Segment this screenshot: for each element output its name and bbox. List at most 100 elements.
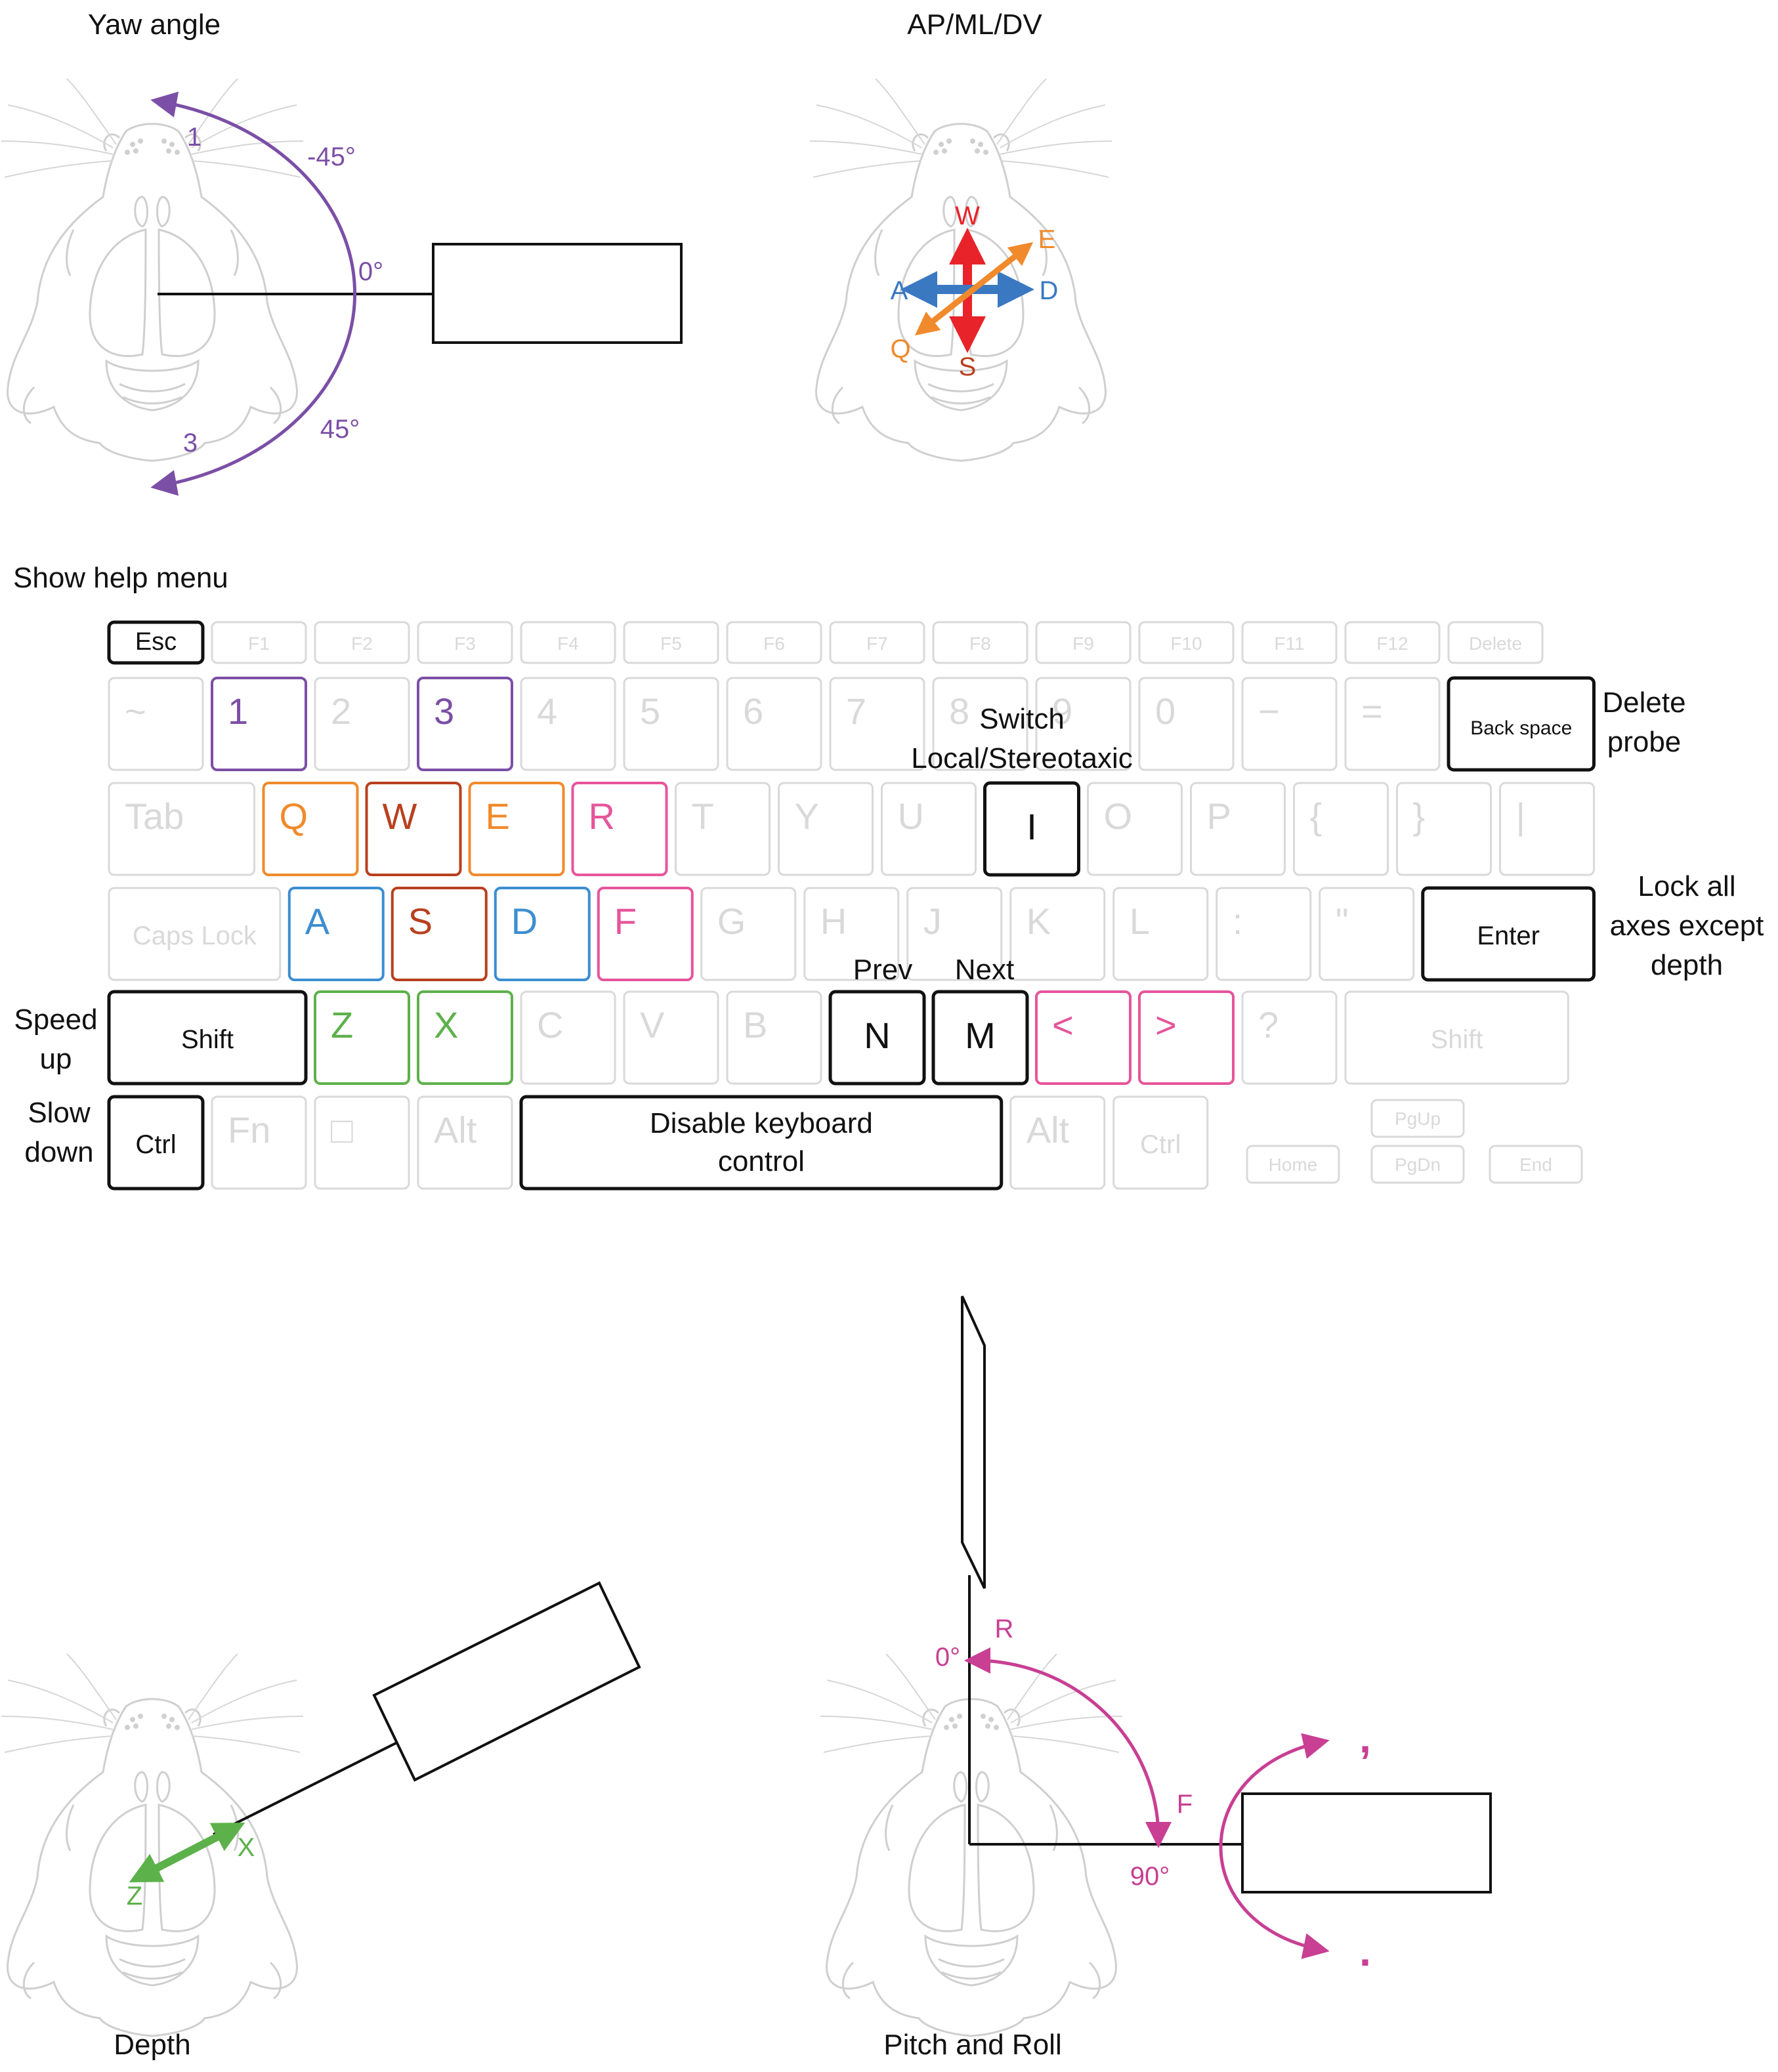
key-label: |	[1516, 795, 1526, 837]
key-alt: Alt	[417, 1095, 513, 1190]
apmldv-key-q: Q	[890, 335, 910, 364]
depth-title: Depth	[114, 2029, 190, 2061]
key-label: Back space	[1470, 717, 1572, 739]
key-ctrl: Ctrl	[1112, 1095, 1209, 1190]
key-f7: F7	[829, 621, 925, 664]
key-label: >	[1155, 1004, 1177, 1046]
keyboard-heading: Show help menu	[13, 562, 228, 594]
key-label: 4	[537, 690, 557, 732]
key-b: B	[726, 990, 822, 1085]
pitch-key-f: F	[1177, 1790, 1193, 1819]
annotation-speed: up	[40, 1043, 72, 1075]
key-label: Q	[280, 795, 308, 837]
mouse-outline-icon	[0, 1653, 305, 2037]
key-label: "	[1336, 900, 1349, 942]
roll-arrow	[1219, 1733, 1330, 1959]
key-label: F	[614, 900, 637, 942]
key-delete: Delete	[1447, 621, 1544, 664]
key-label: :	[1233, 900, 1243, 942]
depth-key-x: X	[238, 1833, 255, 1862]
key-label: Shift	[1431, 1025, 1483, 1054]
key-back-space: Back space	[1447, 676, 1596, 772]
key-label: Disable keyboard	[650, 1107, 873, 1139]
key-label: Fn	[228, 1109, 270, 1151]
annotation-next: Next	[955, 954, 1014, 986]
key-label: 2	[331, 690, 351, 732]
apmldv-key-e: E	[1038, 225, 1056, 254]
key-label: 6	[743, 690, 763, 732]
key-label: End	[1519, 1154, 1552, 1175]
annotation-slow: down	[24, 1136, 93, 1168]
key-f: F	[597, 887, 694, 981]
key-label: Alt	[434, 1109, 477, 1151]
key-label: D	[511, 900, 538, 942]
key-label: {	[1310, 795, 1323, 837]
key-sym: =	[1344, 677, 1441, 771]
key-sym: |	[1499, 782, 1595, 876]
key-f3: F3	[417, 621, 513, 664]
key-label: 5	[640, 690, 660, 732]
key-a: A	[287, 887, 385, 981]
yaw-panel: Yaw angle 1 3 -45° 0° 45°	[0, 9, 683, 496]
key-label: R	[589, 795, 615, 837]
key-label: V	[640, 1004, 665, 1046]
yaw-key-1: 1	[187, 123, 201, 152]
key-label: Shift	[181, 1025, 234, 1054]
depth-probe-shaft	[213, 1741, 398, 1836]
key-label: F12	[1376, 633, 1408, 654]
key-tab: Tab	[108, 782, 255, 876]
key-sym: "	[1319, 887, 1415, 981]
key-k: K	[1009, 887, 1106, 981]
key-label: B	[743, 1004, 767, 1046]
depth-arrow	[129, 1823, 245, 1882]
key-q: Q	[262, 782, 359, 876]
key-f12: F12	[1344, 621, 1441, 664]
key-label: F5	[660, 633, 682, 654]
key-label: 8	[949, 690, 969, 732]
key-pgup: PgUp	[1370, 1099, 1465, 1138]
key-d: D	[494, 887, 591, 981]
key-label: H	[820, 900, 847, 942]
key-6: 6	[726, 677, 822, 771]
key-9: 9	[1035, 677, 1132, 771]
key-label: =	[1361, 690, 1383, 732]
annotation-lock: depth	[1651, 949, 1723, 981]
key-home: Home	[1246, 1145, 1340, 1184]
key-label: F11	[1274, 633, 1304, 654]
key-label: Ctrl	[135, 1130, 176, 1159]
key-label: Caps Lock	[133, 921, 257, 950]
key-shift: Shift	[107, 990, 308, 1086]
key-4: 4	[520, 677, 616, 771]
pitch-roll-title: Pitch and Roll	[883, 2029, 1061, 2061]
key-end: End	[1489, 1145, 1583, 1184]
key-enter: Enter	[1421, 886, 1596, 982]
key-label: X	[434, 1004, 458, 1046]
key-label: K	[1027, 900, 1051, 942]
annotation-lock: axes except	[1610, 910, 1764, 942]
pitch-probe-body	[1241, 1792, 1492, 1893]
key-label: F6	[763, 633, 785, 654]
annotation-delete: Delete	[1602, 687, 1685, 719]
depth-panel: X Z Depth	[0, 1581, 641, 2061]
key-label: F7	[866, 633, 888, 654]
key-label: P	[1207, 795, 1231, 837]
key-label: N	[864, 1015, 890, 1056]
apmldv-key-s: S	[959, 352, 977, 381]
key-label: A	[305, 900, 330, 942]
key-r: R	[571, 782, 668, 876]
key-label: J	[923, 900, 942, 942]
key-label: PgUp	[1395, 1109, 1441, 1129]
key-e: E	[468, 782, 565, 876]
annotation-delete: probe	[1607, 726, 1682, 758]
key-label: <	[1052, 1004, 1074, 1046]
key-5: 5	[623, 677, 719, 771]
key-label: F9	[1072, 633, 1094, 654]
key-g: G	[700, 887, 797, 981]
key-o: O	[1087, 782, 1183, 876]
yaw-rotation-arrow	[150, 91, 357, 496]
